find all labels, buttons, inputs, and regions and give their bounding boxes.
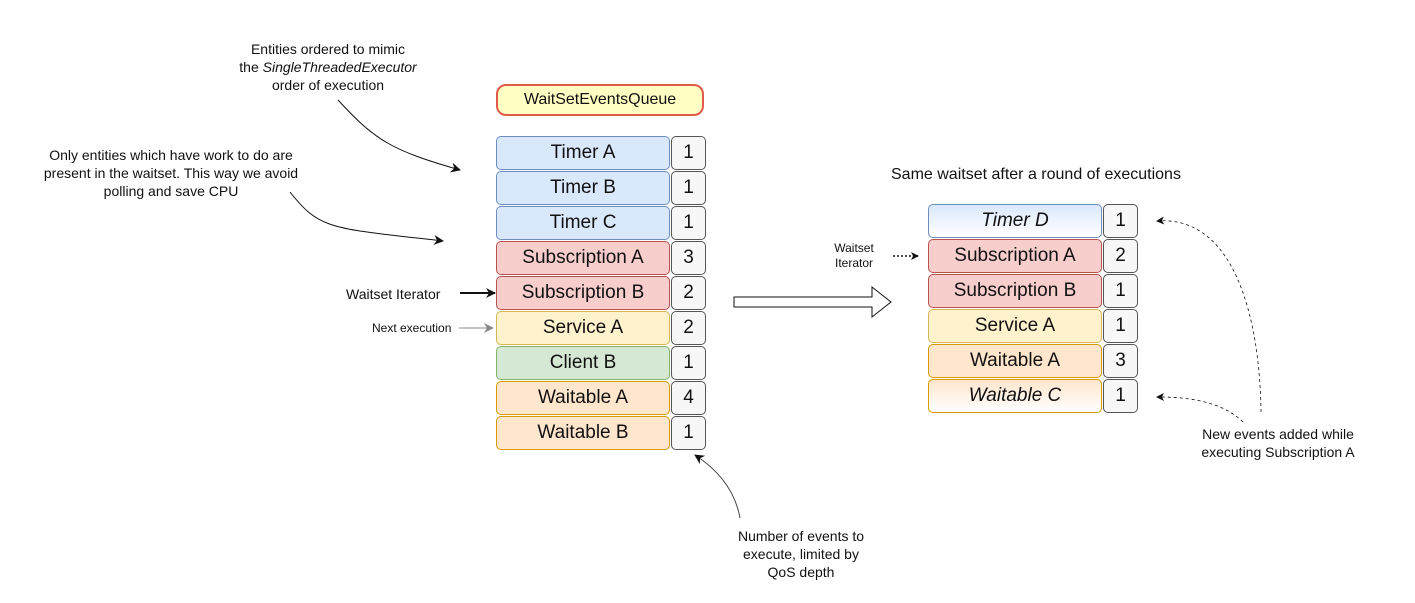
right-entity-1: Timer D [928, 204, 1102, 238]
events-note-line2: execute, limited by [743, 546, 859, 562]
left-event-count-6: 2 [671, 311, 706, 345]
right-event-count-1: 1 [1103, 204, 1138, 238]
order-note-prefix: the [239, 59, 263, 75]
new-events-note: New events added while executing Subscri… [1183, 425, 1373, 461]
right-entity-4: Service A [928, 309, 1102, 343]
right-iterator-line2: Iterator [834, 256, 873, 270]
new-events-arrow-top [1156, 216, 1262, 413]
right-entity-6: Waitable C [928, 379, 1102, 413]
order-note-executor: SingleThreadedExecutor [262, 59, 417, 75]
right-heading: Same waitset after a round of executions [891, 166, 1181, 183]
left-entity-7: Client B [496, 346, 670, 380]
left-entity-4: Subscription A [496, 241, 670, 275]
left-entity-3: Timer C [496, 206, 670, 240]
left-entity-6: Service A [496, 311, 670, 345]
left-event-count-8: 4 [671, 381, 706, 415]
new-events-line1: New events added while [1202, 426, 1354, 442]
right-entity-3: Subscription B [928, 274, 1102, 308]
work-note-line3: polling and save CPU [103, 183, 239, 199]
left-event-count-9: 1 [671, 416, 706, 450]
events-note-line3: QoS depth [767, 564, 835, 580]
left-entity-9: Waitable B [496, 416, 670, 450]
right-entity-5: Waitable A [928, 344, 1102, 378]
left-event-count-4: 3 [671, 241, 706, 275]
waitset-iterator-label: Waitset Iterator [346, 286, 441, 302]
order-note: Entities ordered to mimic the SingleThre… [228, 40, 428, 94]
next-execution-label: Next execution [372, 321, 452, 335]
order-arrow [337, 99, 461, 173]
left-event-count-7: 1 [671, 346, 706, 380]
left-entity-1: Timer A [496, 136, 670, 170]
left-event-count-2: 1 [671, 171, 706, 205]
right-event-count-4: 1 [1103, 309, 1138, 343]
right-event-count-6: 1 [1103, 379, 1138, 413]
right-event-count-3: 1 [1103, 274, 1138, 308]
events-note: Number of events to execute, limited by … [715, 527, 887, 581]
right-event-count-5: 3 [1103, 344, 1138, 378]
work-note-line2: present in the waitset. This way we avoi… [43, 165, 299, 181]
left-entity-8: Waitable A [496, 381, 670, 415]
right-event-count-2: 2 [1103, 239, 1138, 273]
order-note-line2: the SingleThreadedExecutor [228, 58, 428, 76]
left-event-count-5: 2 [671, 276, 706, 310]
work-note: Only entities which have work to do are … [26, 146, 316, 200]
transition-arrow [733, 285, 892, 319]
right-entity-2: Subscription A [928, 239, 1102, 273]
order-note-line3: order of execution [271, 77, 385, 93]
new-events-line2: executing Subscription A [1201, 444, 1355, 460]
left-event-count-3: 1 [671, 206, 706, 240]
left-event-count-1: 1 [671, 136, 706, 170]
left-entity-2: Timer B [496, 171, 670, 205]
right-iterator-line1: Waitset [834, 241, 874, 255]
work-note-line1: Only entities which have work to do are [49, 147, 293, 163]
order-note-line1: Entities ordered to mimic [250, 41, 406, 57]
events-note-line1: Number of events to [737, 528, 865, 544]
new-events-arrow-bottom [1156, 393, 1244, 423]
work-arrow [289, 191, 444, 245]
left-entity-5: Subscription B [496, 276, 670, 310]
right-iterator-label: Waitset Iterator [826, 241, 882, 271]
events-arrow [694, 454, 741, 519]
queue-title: WaitSetEventsQueue [496, 84, 704, 116]
